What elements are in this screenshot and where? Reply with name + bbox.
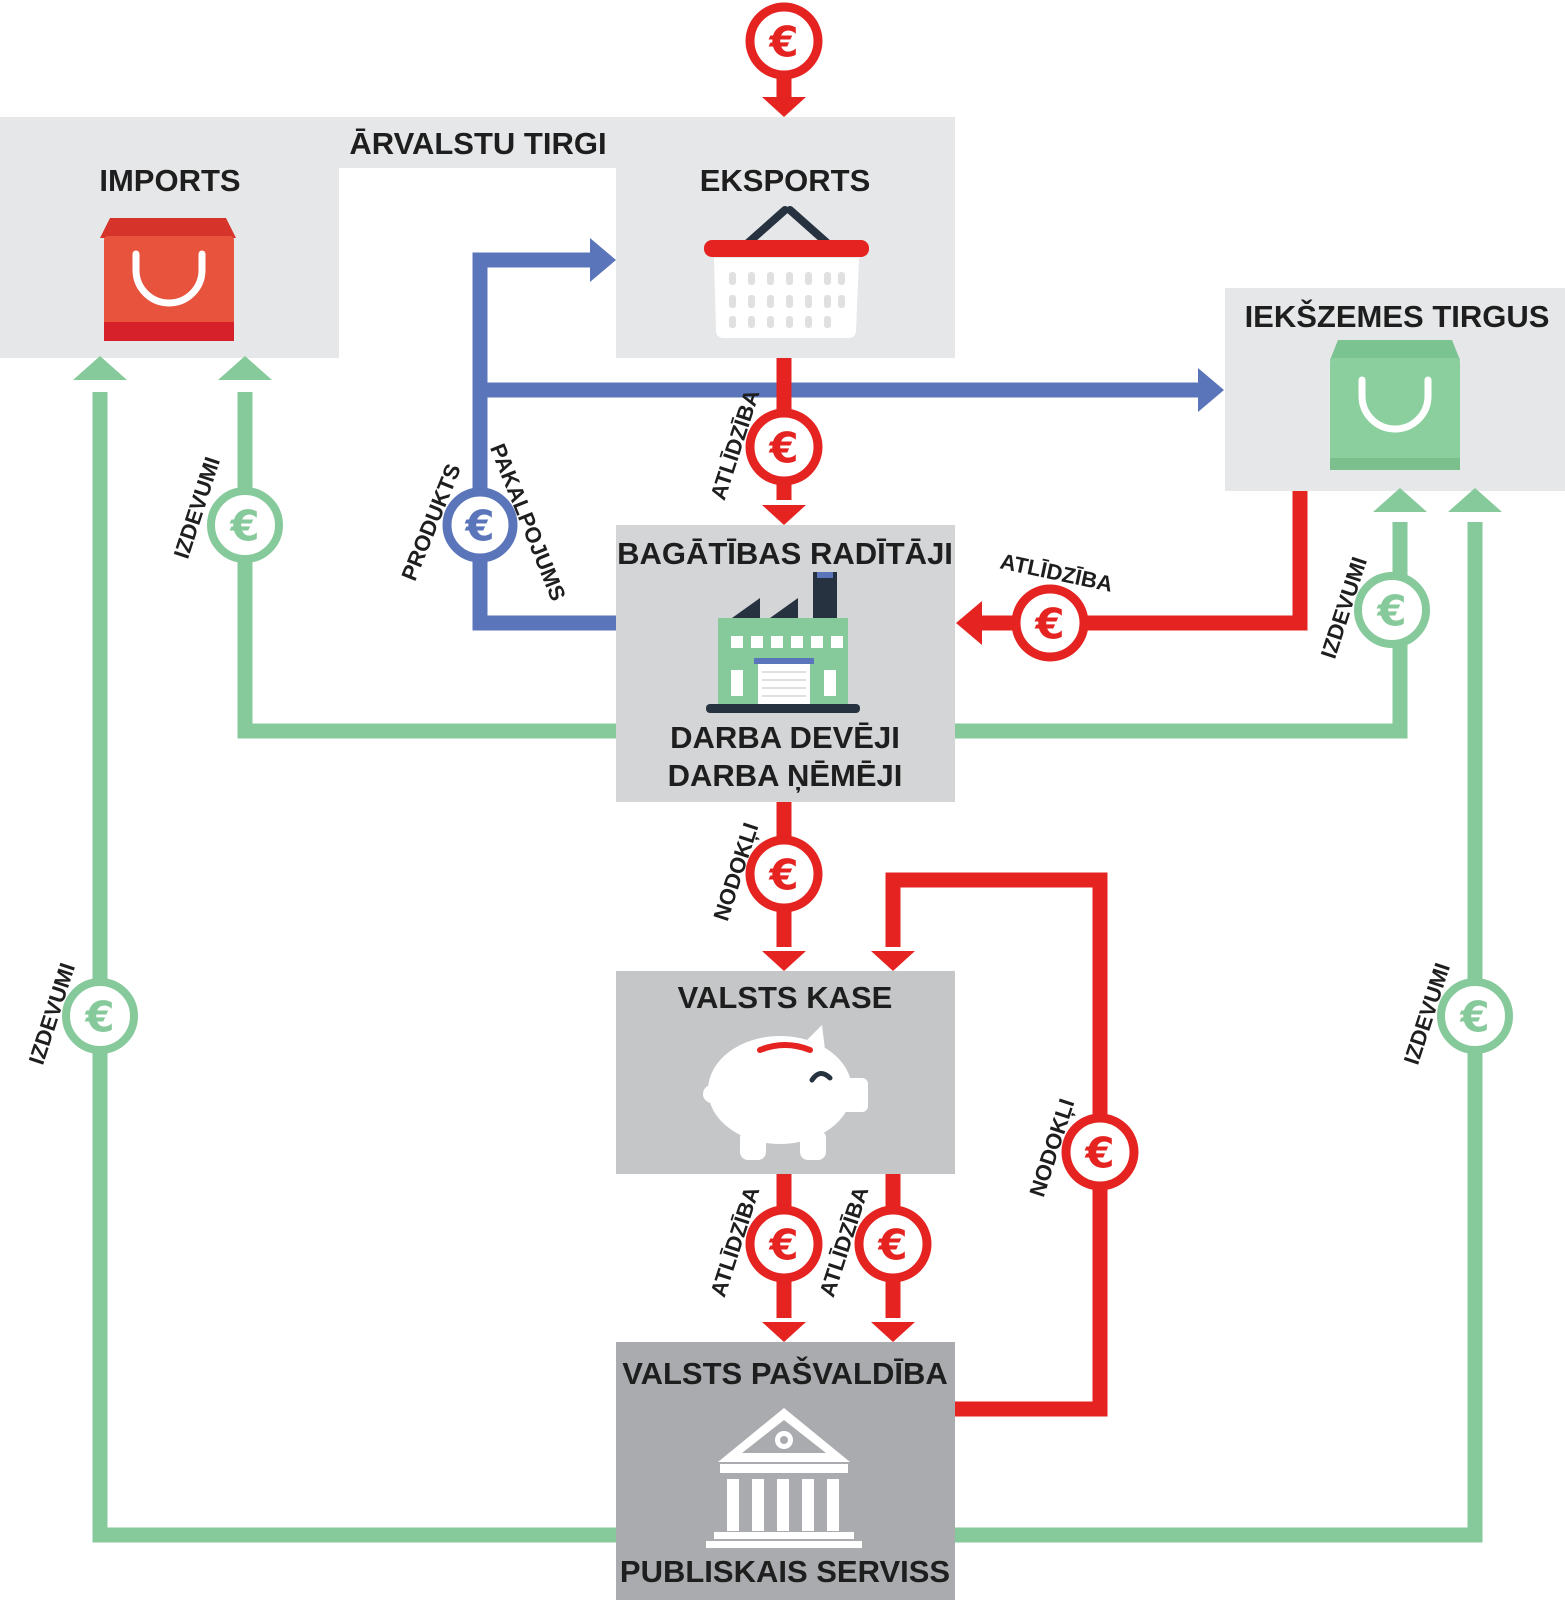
coin-expenses-imports: € bbox=[207, 487, 283, 563]
coin-domestic-remuneration: € bbox=[1011, 584, 1089, 662]
domestic-market-label: IEKŠZEMES TIRGUS bbox=[1245, 298, 1550, 334]
factory-icon bbox=[706, 572, 860, 713]
svg-text:€: € bbox=[768, 1221, 798, 1270]
svg-text:€: € bbox=[768, 18, 798, 67]
coin-exports-remuneration: € bbox=[745, 408, 823, 486]
coin-remuneration-left: € bbox=[745, 1205, 823, 1283]
coin-taxes-1: € bbox=[745, 835, 823, 913]
treasury-label: VALSTS KASE bbox=[678, 980, 893, 1015]
coin-expenses-left: € bbox=[62, 978, 138, 1054]
svg-text:€: € bbox=[1376, 587, 1406, 636]
svg-text:€: € bbox=[84, 993, 114, 1042]
basket-icon bbox=[704, 206, 869, 338]
government-label: VALSTS PAŠVALDĪBA bbox=[622, 1355, 948, 1391]
goods-arrowheads bbox=[590, 238, 1224, 412]
foreign-markets-label: ĀRVALSTU TIRGI bbox=[349, 126, 606, 161]
svg-text:€: € bbox=[768, 424, 798, 473]
shopping-bag-icon bbox=[100, 218, 236, 341]
coin-expenses-right: € bbox=[1437, 978, 1513, 1054]
svg-text:€: € bbox=[1459, 993, 1489, 1042]
piggy-bank-icon bbox=[703, 1025, 868, 1160]
money-arrowheads bbox=[762, 97, 982, 1342]
shopping-bag-icon bbox=[1330, 340, 1460, 470]
coin-expenses-domestic: € bbox=[1354, 572, 1430, 648]
wealth-creators-label: BAGĀTĪBAS RADĪTĀJI bbox=[617, 536, 953, 571]
svg-text:€: € bbox=[464, 502, 494, 551]
coin-top: € bbox=[745, 2, 823, 80]
exports-label: EKSPORTS bbox=[700, 163, 871, 198]
employees-label: DARBA ŅĒMĒJI bbox=[668, 758, 903, 793]
expense-arrowheads bbox=[73, 356, 1502, 512]
goods-flows bbox=[472, 252, 1200, 631]
svg-text:€: € bbox=[877, 1221, 907, 1270]
employers-label: DARBA DEVĒJI bbox=[670, 720, 900, 755]
coin-remuneration-right: € bbox=[854, 1205, 932, 1283]
svg-text:€: € bbox=[768, 851, 798, 900]
coin-taxes-2: € bbox=[1061, 1113, 1139, 1191]
svg-text:€: € bbox=[1034, 600, 1064, 649]
coin-goods: € bbox=[442, 487, 518, 563]
svg-text:€: € bbox=[1084, 1129, 1114, 1178]
svg-text:€: € bbox=[229, 502, 259, 551]
expense-flows bbox=[92, 392, 1483, 1543]
imports-label: IMPORTS bbox=[99, 163, 240, 198]
bank-building-icon bbox=[706, 1408, 862, 1548]
public-service-label: PUBLISKAIS SERVISS bbox=[620, 1554, 950, 1589]
